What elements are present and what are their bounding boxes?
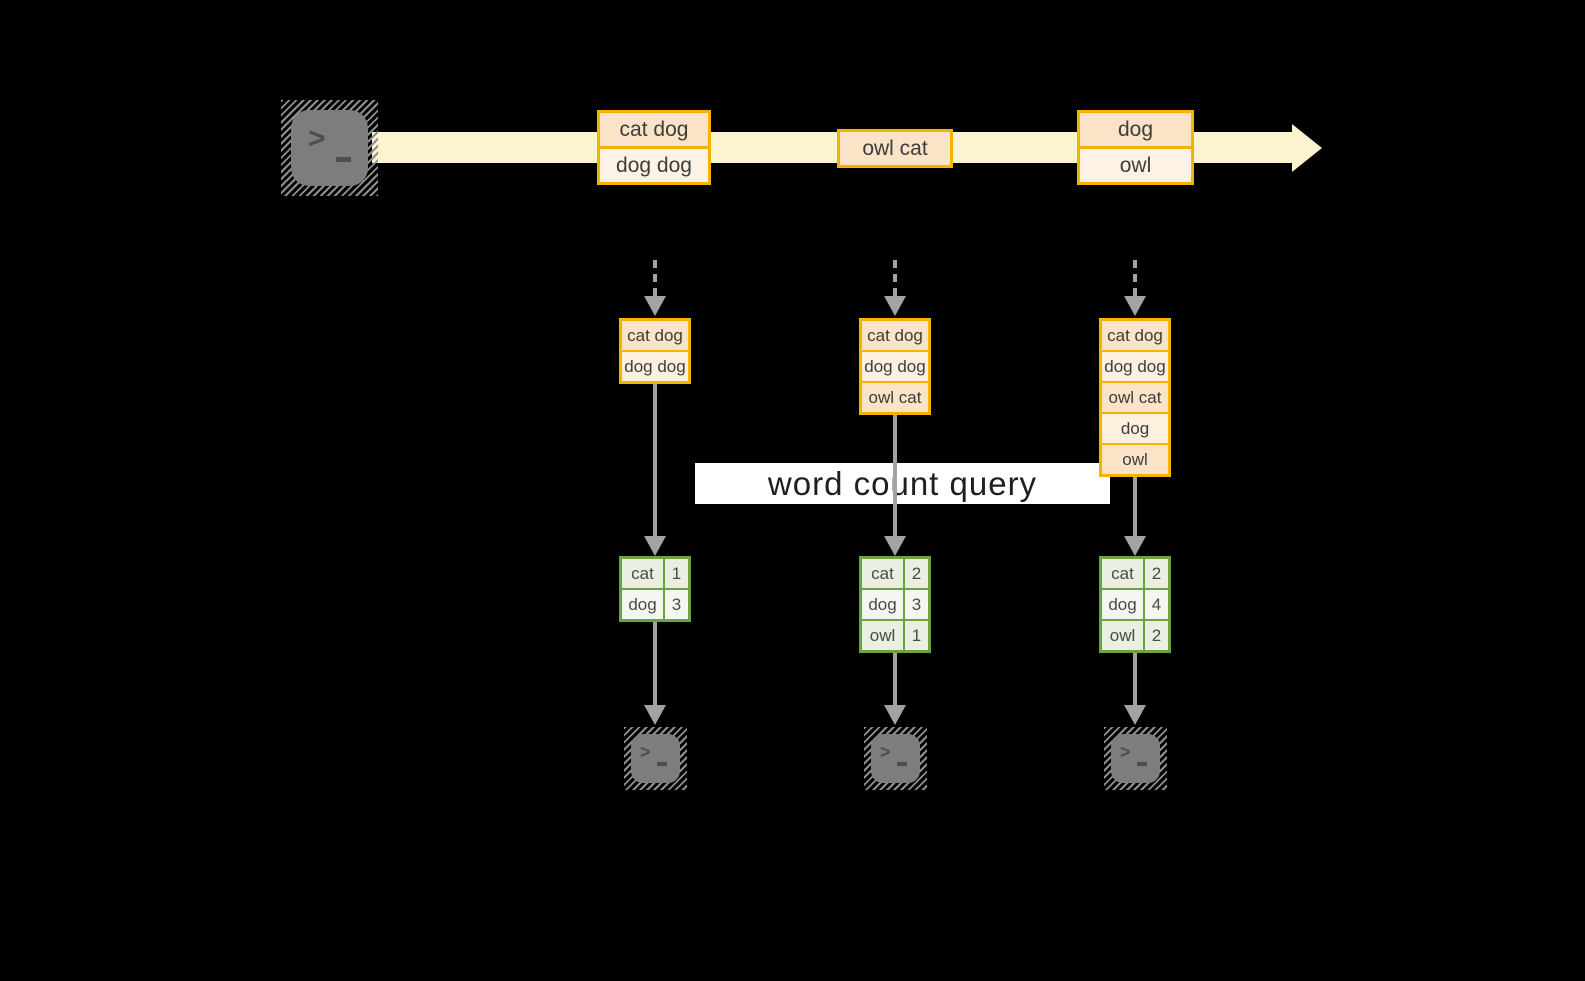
state-stack-3: cat dog dog dog owl cat dog owl bbox=[1099, 318, 1171, 477]
event-box-3: dog owl bbox=[1077, 110, 1194, 185]
state-record: cat dog bbox=[862, 321, 928, 350]
event-box-2: owl cat bbox=[837, 129, 953, 168]
count-cell: 4 bbox=[1143, 590, 1168, 619]
query-arrow-line bbox=[653, 384, 657, 536]
event-record: owl bbox=[1080, 146, 1191, 182]
query-arrowhead bbox=[644, 536, 666, 556]
output-arrow-line bbox=[1133, 653, 1137, 705]
state-record: dog dog bbox=[622, 350, 688, 381]
output-terminal-icon: > bbox=[864, 727, 927, 790]
output-arrowhead bbox=[884, 705, 906, 725]
ingest-arrow-line bbox=[893, 260, 897, 296]
terminal-screen: > bbox=[1111, 734, 1160, 783]
query-arrow-line bbox=[1133, 477, 1137, 536]
count-cell: 1 bbox=[903, 621, 928, 650]
terminal-cursor-icon bbox=[1137, 762, 1147, 766]
word-cell: dog bbox=[862, 590, 903, 619]
terminal-prompt-icon: > bbox=[308, 122, 326, 155]
output-terminal-icon: > bbox=[1104, 727, 1167, 790]
query-label: word count query bbox=[767, 464, 1038, 502]
result-table-3: cat 2 dog 4 owl 2 bbox=[1099, 556, 1171, 653]
output-arrowhead bbox=[644, 705, 666, 725]
output-arrowhead bbox=[1124, 705, 1146, 725]
word-cell: owl bbox=[1102, 621, 1143, 650]
query-arrowhead bbox=[884, 536, 906, 556]
result-row: dog 3 bbox=[622, 588, 688, 619]
state-stack-1: cat dog dog dog bbox=[619, 318, 691, 384]
count-cell: 3 bbox=[903, 590, 928, 619]
terminal-cursor-icon bbox=[657, 762, 667, 766]
event-record: cat dog bbox=[600, 113, 708, 146]
terminal-screen: > bbox=[291, 110, 368, 186]
terminal-prompt-icon: > bbox=[880, 742, 891, 762]
state-record: owl bbox=[1102, 443, 1168, 474]
count-cell: 3 bbox=[663, 590, 688, 619]
query-label-bar: word count query bbox=[695, 463, 1110, 504]
result-row: owl 1 bbox=[862, 619, 928, 650]
event-box-1: cat dog dog dog bbox=[597, 110, 711, 185]
state-record: cat dog bbox=[1102, 321, 1168, 350]
state-record: owl cat bbox=[1102, 381, 1168, 412]
source-terminal-icon: > bbox=[281, 100, 378, 196]
event-record: dog dog bbox=[600, 146, 708, 182]
state-record: cat dog bbox=[622, 321, 688, 350]
word-cell: cat bbox=[1102, 559, 1143, 588]
ingest-arrowhead bbox=[1124, 296, 1146, 316]
ingest-arrowhead bbox=[644, 296, 666, 316]
terminal-prompt-icon: > bbox=[1120, 742, 1131, 762]
query-arrow-line bbox=[893, 415, 897, 536]
word-cell: owl bbox=[862, 621, 903, 650]
state-record: owl cat bbox=[862, 381, 928, 412]
result-row: dog 3 bbox=[862, 588, 928, 619]
terminal-screen: > bbox=[631, 734, 680, 783]
state-record: dog dog bbox=[862, 350, 928, 381]
state-record: dog bbox=[1102, 412, 1168, 443]
result-row: cat 2 bbox=[862, 559, 928, 588]
count-cell: 2 bbox=[1143, 621, 1168, 650]
result-table-2: cat 2 dog 3 owl 1 bbox=[859, 556, 931, 653]
stream-arrowhead bbox=[1292, 124, 1322, 172]
ingest-arrow-line bbox=[1133, 260, 1137, 296]
result-row: dog 4 bbox=[1102, 588, 1168, 619]
terminal-cursor-icon bbox=[897, 762, 907, 766]
state-record: dog dog bbox=[1102, 350, 1168, 381]
word-cell: dog bbox=[622, 590, 663, 619]
terminal-screen: > bbox=[871, 734, 920, 783]
terminal-cursor-icon bbox=[336, 157, 351, 162]
ingest-arrow-line bbox=[653, 260, 657, 296]
terminal-prompt-icon: > bbox=[640, 742, 651, 762]
result-table-1: cat 1 dog 3 bbox=[619, 556, 691, 622]
ingest-arrowhead bbox=[884, 296, 906, 316]
output-arrow-line bbox=[893, 653, 897, 705]
query-arrowhead bbox=[1124, 536, 1146, 556]
result-row: cat 1 bbox=[622, 559, 688, 588]
event-record: owl cat bbox=[840, 132, 950, 165]
word-cell: dog bbox=[1102, 590, 1143, 619]
word-cell: cat bbox=[862, 559, 903, 588]
word-cell: cat bbox=[622, 559, 663, 588]
state-stack-2: cat dog dog dog owl cat bbox=[859, 318, 931, 415]
count-cell: 1 bbox=[663, 559, 688, 588]
result-row: owl 2 bbox=[1102, 619, 1168, 650]
count-cell: 2 bbox=[1143, 559, 1168, 588]
count-cell: 2 bbox=[903, 559, 928, 588]
output-arrow-line bbox=[653, 622, 657, 705]
event-record: dog bbox=[1080, 113, 1191, 146]
result-row: cat 2 bbox=[1102, 559, 1168, 588]
output-terminal-icon: > bbox=[624, 727, 687, 790]
